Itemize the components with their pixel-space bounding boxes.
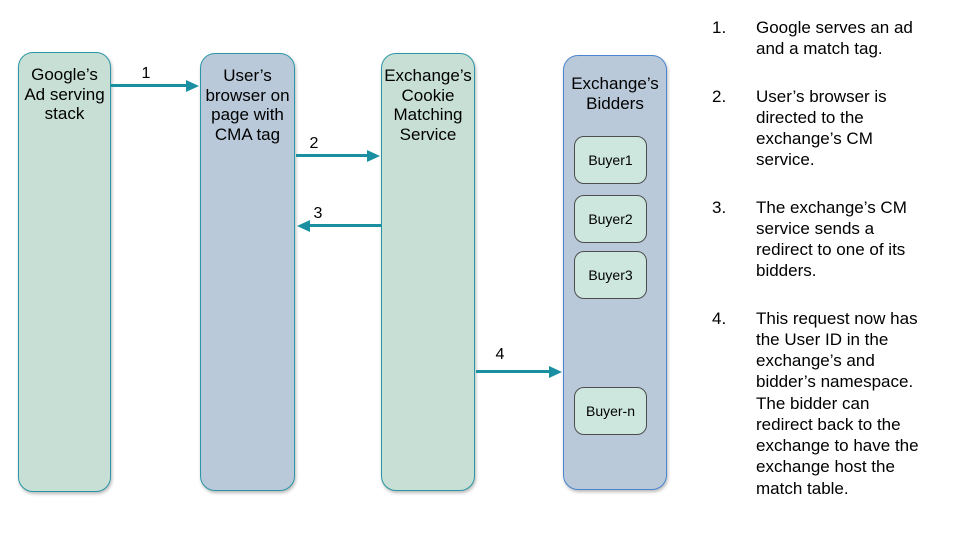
arrow-3-label: 3 [313,205,323,222]
step-4-number: 4. [712,308,727,328]
step-3-number: 3. [712,197,727,217]
step-2-number: 2. [712,86,727,106]
arrow-1-line [111,84,187,87]
step-1-text: Google serves an ad and a match tag. [756,18,913,59]
step-item-4: 4. This request now has the User ID in t… [712,308,952,499]
box-exchange-cookie-matching-service: Exchange’s Cookie Matching Service [381,53,475,491]
buyer3-box: Buyer3 [574,251,647,299]
step-item-3: 3. The exchange’s CM service sends a red… [712,197,952,282]
buyer-n-box: Buyer-n [574,387,647,435]
arrow-2-head-icon [367,150,380,162]
step-item-1: 1. Google serves an ad and a match tag. [712,17,952,60]
arrow-4-head-icon [549,366,562,378]
arrow-2-line [296,154,368,157]
steps-panel: 1. Google serves an ad and a match tag. … [712,17,952,525]
buyer2-box: Buyer2 [574,195,647,243]
arrow-1 [111,80,199,92]
box-exchange-bidders-label: Exchange’s Bidders [571,74,659,113]
arrow-4-label: 4 [495,346,505,363]
step-1-number: 1. [712,18,727,37]
arrow-3-head-icon [297,220,310,232]
buyer3-label: Buyer3 [588,267,633,283]
step-2-text: User’s browser is directed to the exchan… [756,86,887,170]
step-item-2: 2. User’s browser is directed to the exc… [712,86,952,171]
box-exchange-bidders: Exchange’s Bidders Buyer1 Buyer2 Buyer3 … [563,55,667,490]
arrow-2-label: 2 [309,135,319,152]
box-user-browser-label: User’s browser on page with CMA tag [205,66,290,145]
arrow-4 [476,366,562,378]
box-user-browser: User’s browser on page with CMA tag [200,53,295,491]
arrow-1-label: 1 [141,65,151,82]
buyer-n-label: Buyer-n [585,403,636,419]
buyer1-box: Buyer1 [574,136,647,184]
buyer2-label: Buyer2 [588,211,633,227]
step-4-text: This request now has the User ID in the … [756,308,919,498]
buyer1-label: Buyer1 [588,152,633,168]
arrow-2 [296,150,380,162]
arrow-4-line [476,370,550,373]
box-google-ad-serving-stack-label: Google’s Ad serving stack [24,65,105,124]
step-3-text: The exchange’s CM service sends a redire… [756,197,907,281]
arrow-1-head-icon [186,80,199,92]
box-exchange-cookie-matching-service-label: Exchange’s Cookie Matching Service [384,66,472,145]
arrow-3-line [309,224,381,227]
box-google-ad-serving-stack: Google’s Ad serving stack [18,52,111,492]
arrow-3 [297,220,381,232]
